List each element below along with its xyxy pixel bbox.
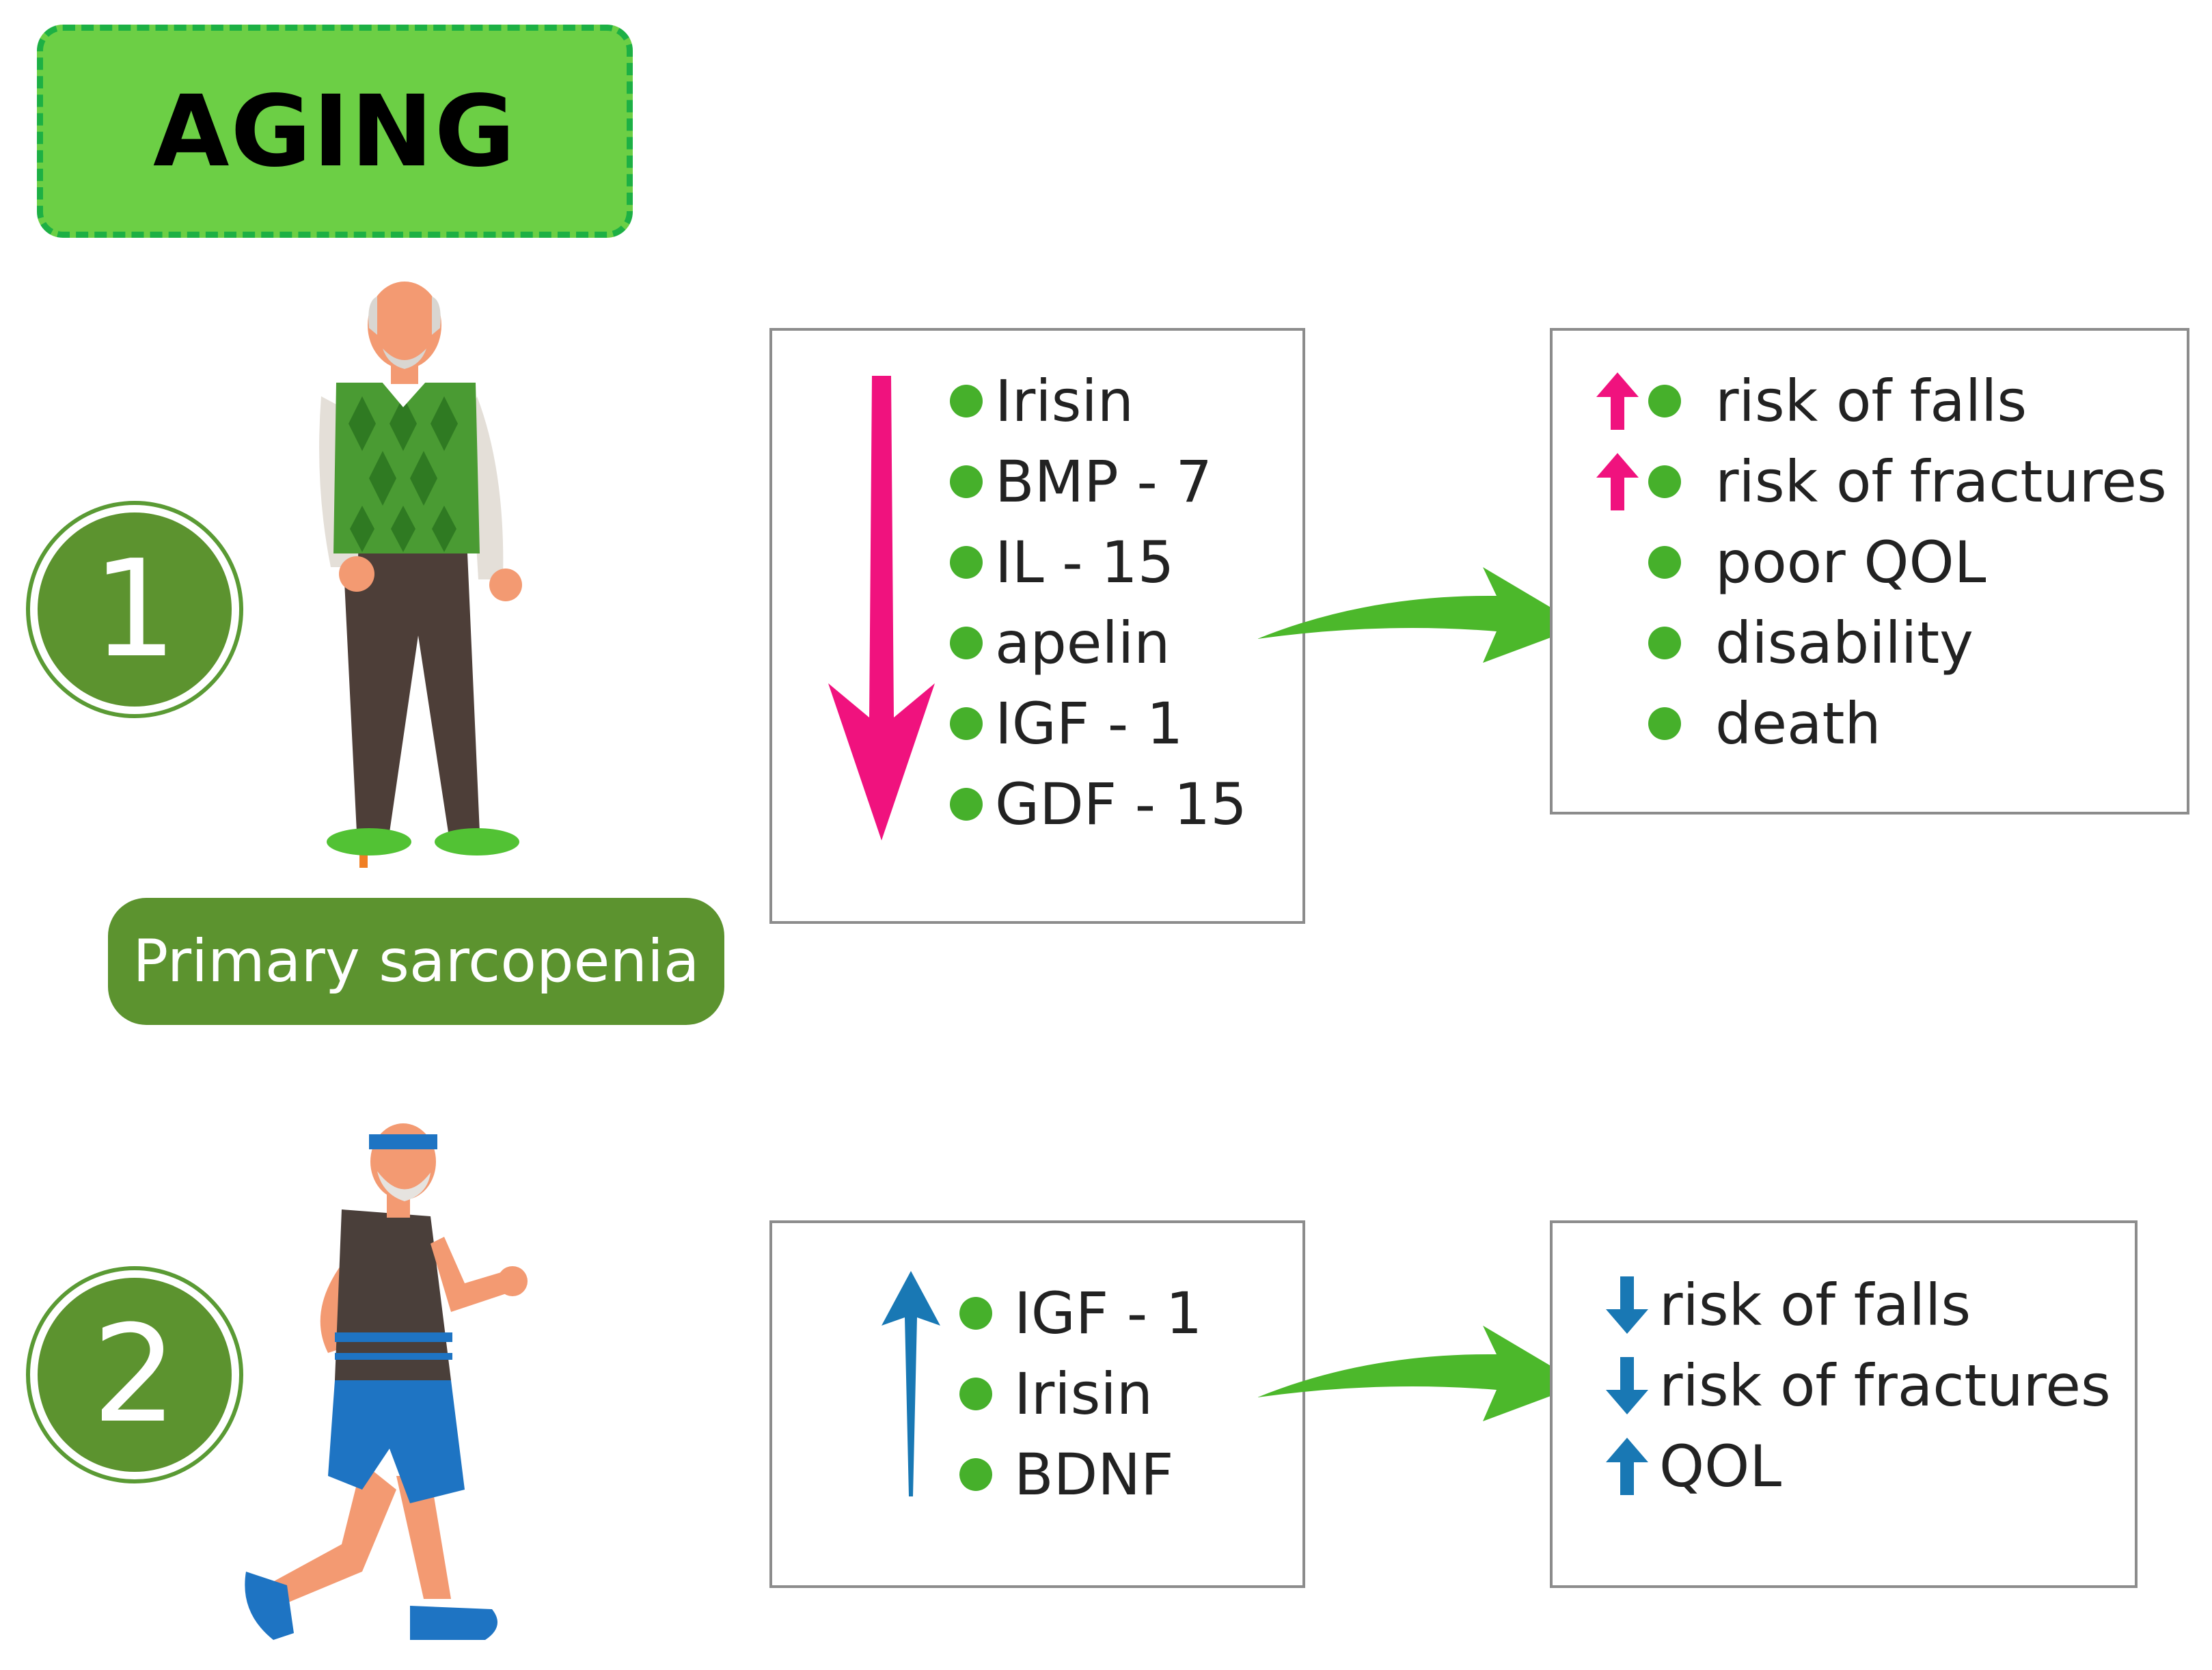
elderly-man-with-cane-icon <box>301 280 533 875</box>
marker-label: IGF - 1 <box>995 690 1184 757</box>
outcome-label: risk of fractures <box>1659 1352 2111 1419</box>
marker-item: GDF - 15 <box>950 776 1247 833</box>
outcome-label: QOL <box>1659 1433 1782 1500</box>
marker-label: BDNF <box>1014 1441 1174 1508</box>
decrease-arrow-icon <box>1606 1357 1648 1414</box>
elderly-runner-icon <box>226 1107 567 1654</box>
marker-item: apelin <box>950 614 1170 672</box>
marker-item: IGF - 1 <box>959 1285 1202 1342</box>
bullet-dot <box>950 385 983 418</box>
marker-item: BMP - 7 <box>950 453 1212 510</box>
bullet-dot <box>959 1458 992 1491</box>
bullet-dot <box>959 1297 992 1330</box>
outcome-item: poor QOL <box>1648 534 1986 591</box>
marker-label: GDF - 15 <box>995 771 1247 838</box>
section-1-number: 1 <box>38 512 232 707</box>
bullet-dot <box>950 465 983 498</box>
marker-label: BMP - 7 <box>995 448 1212 515</box>
increase-arrow-icon <box>1606 1438 1648 1495</box>
marker-item: Irisin <box>959 1365 1153 1423</box>
increase-arrow-icon <box>882 1271 940 1496</box>
flow-arrow-icon <box>1257 1319 1585 1428</box>
bullet-dot <box>1648 385 1681 418</box>
increase-arrow-icon <box>1596 453 1639 510</box>
title-text: AGING <box>153 74 517 189</box>
marker-item: IGF - 1 <box>950 695 1183 752</box>
outcome-label: disability <box>1715 610 1974 676</box>
bullet-dot <box>950 788 983 821</box>
outcome-label: risk of fractures <box>1715 448 2167 515</box>
outcome-label: poor QOL <box>1715 529 1986 596</box>
marker-label: IGF - 1 <box>1014 1280 1203 1347</box>
outcome-label: risk of falls <box>1715 368 2027 435</box>
marker-item: IL - 15 <box>950 534 1174 591</box>
outcome-item: QOL <box>1606 1438 1781 1495</box>
section-2-outcomes-box <box>1550 1220 2138 1588</box>
section-2-number-badge: 2 <box>26 1266 243 1483</box>
section-2-number: 2 <box>38 1278 232 1472</box>
flow-arrow-icon <box>1257 560 1585 670</box>
marker-label: IL - 15 <box>995 529 1175 596</box>
bullet-dot <box>950 707 983 740</box>
outcome-item: death <box>1648 695 1881 752</box>
marker-item: BDNF <box>959 1446 1173 1503</box>
section-1-number-badge: 1 <box>26 501 243 718</box>
outcome-item: risk of fractures <box>1606 1357 2111 1414</box>
section-2-markers-box <box>769 1220 1305 1588</box>
outcome-label: death <box>1715 690 1881 757</box>
decrease-arrow-icon <box>813 376 950 840</box>
marker-label: Irisin <box>1014 1360 1153 1427</box>
increase-arrow-icon <box>1596 372 1639 430</box>
marker-item: Irisin <box>950 372 1134 430</box>
bullet-dot <box>1648 546 1681 579</box>
primary-sarcopenia-label: Primary sarcopenia <box>108 898 724 1025</box>
bullet-dot <box>950 546 983 579</box>
section-1-markers-box <box>769 328 1305 924</box>
outcome-item: risk of falls <box>1606 1276 1971 1334</box>
marker-label: apelin <box>995 610 1171 676</box>
title-box: AGING <box>37 25 633 238</box>
outcome-item: risk of falls <box>1596 372 2027 430</box>
outcome-item: risk of fractures <box>1596 453 2167 510</box>
decrease-arrow-icon <box>1606 1276 1648 1334</box>
bullet-dot <box>950 627 983 659</box>
bullet-dot <box>1648 627 1681 659</box>
bullet-dot <box>1648 707 1681 740</box>
bullet-dot <box>959 1378 992 1410</box>
bullet-dot <box>1648 465 1681 498</box>
outcome-item: disability <box>1648 614 1974 672</box>
marker-label: Irisin <box>995 368 1134 435</box>
outcome-label: risk of falls <box>1659 1272 1971 1339</box>
